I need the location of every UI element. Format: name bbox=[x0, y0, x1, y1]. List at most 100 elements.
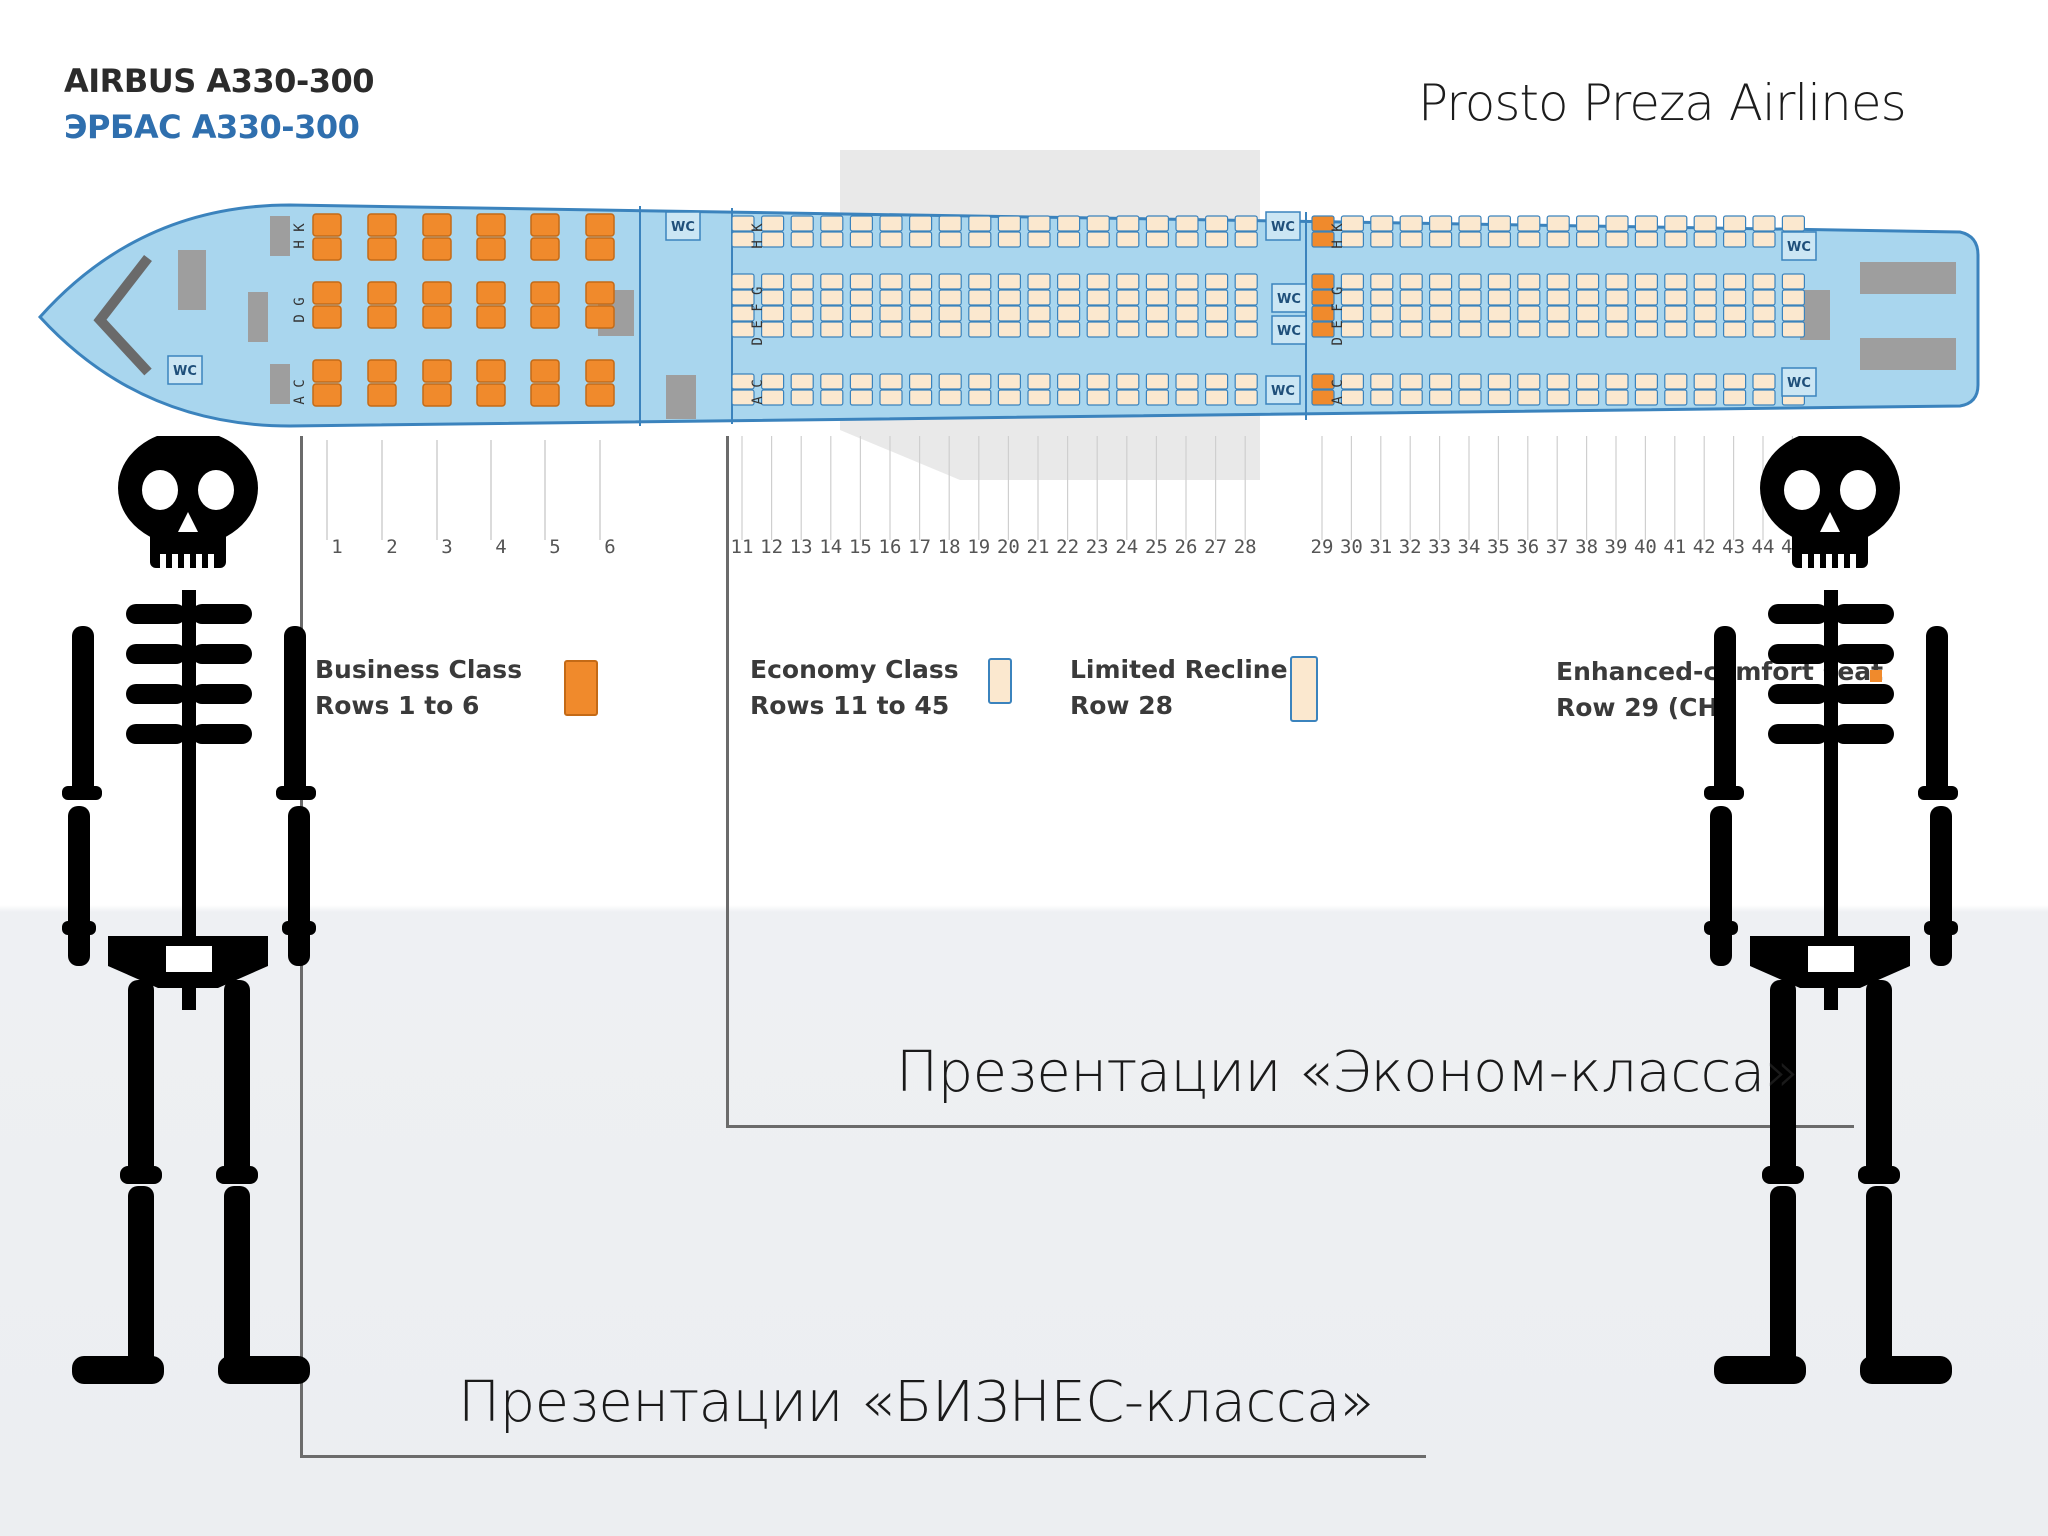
economy-seat bbox=[1752, 389, 1776, 406]
knee bbox=[1762, 1166, 1804, 1184]
economy-seat bbox=[1340, 321, 1365, 338]
economy-seat bbox=[1487, 289, 1512, 306]
economy-seat bbox=[1340, 305, 1365, 322]
legend-economy-rows: Rows 11 to 45 bbox=[750, 691, 950, 720]
economy-seat bbox=[908, 273, 933, 290]
economy-seat bbox=[731, 321, 755, 338]
economy-seat bbox=[908, 373, 933, 390]
legend-economy: Economy Class Rows 11 to 45 bbox=[750, 652, 959, 724]
economy-seat bbox=[1145, 289, 1170, 306]
economy-seat bbox=[1234, 373, 1258, 390]
economy-seat bbox=[879, 231, 903, 248]
economy-seat bbox=[1204, 321, 1229, 338]
economy-seat bbox=[1781, 215, 1806, 232]
business-seat bbox=[367, 213, 397, 237]
economy-seat bbox=[760, 289, 785, 306]
economy-seat bbox=[1056, 289, 1081, 306]
economy-seat bbox=[1145, 321, 1170, 338]
economy-seat bbox=[1487, 389, 1512, 406]
economy-seat bbox=[1056, 321, 1081, 338]
economy-seat bbox=[1487, 321, 1512, 338]
economy-seat bbox=[1575, 289, 1600, 306]
jaw bbox=[150, 526, 226, 568]
economy-seat bbox=[1370, 273, 1394, 290]
economy-seat bbox=[1781, 273, 1806, 290]
economy-seat bbox=[1116, 273, 1140, 290]
economy-seat bbox=[1722, 389, 1747, 406]
economy-seat bbox=[731, 389, 755, 406]
economy-seat bbox=[938, 305, 962, 322]
wc-label: WC bbox=[1277, 324, 1301, 339]
economy-seat bbox=[790, 215, 814, 232]
economy-seat bbox=[1546, 321, 1570, 338]
economy-seat bbox=[1056, 215, 1081, 232]
economy-seat bbox=[1458, 215, 1482, 232]
economy-seat bbox=[1175, 273, 1199, 290]
economy-caption-line-vertical bbox=[726, 436, 729, 1128]
row-number: 2 bbox=[386, 536, 398, 558]
business-seat bbox=[422, 281, 452, 305]
economy-seat bbox=[1234, 231, 1258, 248]
economy-seat bbox=[1027, 273, 1051, 290]
knee bbox=[1858, 1166, 1900, 1184]
economy-seat bbox=[1340, 273, 1365, 290]
economy-seat bbox=[1399, 289, 1423, 306]
economy-seat bbox=[997, 373, 1022, 390]
business-caption: Презентации «БИЗНЕС-класса» bbox=[458, 1370, 1374, 1435]
knee bbox=[216, 1166, 258, 1184]
business-seat bbox=[585, 359, 615, 383]
economy-seat bbox=[849, 231, 874, 248]
skeleton-left-icon bbox=[62, 436, 316, 1384]
legend-business: Business Class Rows 1 to 6 bbox=[315, 652, 522, 724]
economy-seat bbox=[1693, 321, 1717, 338]
economy-seat bbox=[1399, 389, 1423, 406]
economy-seat bbox=[760, 321, 785, 338]
economy-seat bbox=[997, 305, 1022, 322]
economy-seat bbox=[1086, 231, 1110, 248]
row-number: 19 bbox=[967, 536, 991, 558]
economy-seat bbox=[790, 289, 814, 306]
row-number: 24 bbox=[1115, 536, 1139, 558]
economy-seat bbox=[908, 289, 933, 306]
economy-seat bbox=[820, 305, 844, 322]
rib bbox=[192, 724, 252, 744]
economy-seat bbox=[908, 215, 933, 232]
rib bbox=[192, 644, 252, 664]
business-seat bbox=[585, 237, 615, 261]
economy-seat bbox=[1204, 231, 1229, 248]
row-number: 4 bbox=[495, 536, 507, 558]
economy-seat bbox=[1056, 373, 1081, 390]
business-seat bbox=[312, 281, 342, 305]
economy-seat bbox=[1722, 373, 1747, 390]
tibia bbox=[1770, 1186, 1796, 1376]
economy-seat bbox=[1145, 231, 1170, 248]
economy-seat bbox=[1517, 373, 1541, 390]
forearm bbox=[1930, 806, 1952, 966]
upper-arm bbox=[1714, 626, 1736, 796]
row-number: 30 bbox=[1339, 536, 1363, 558]
economy-seat bbox=[1693, 231, 1717, 248]
economy-seat bbox=[1722, 321, 1747, 338]
row-number: 14 bbox=[819, 536, 843, 558]
economy-seat bbox=[1752, 289, 1776, 306]
skull bbox=[118, 436, 258, 546]
legend-recline-rows: Row 28 bbox=[1070, 691, 1174, 720]
economy-seat bbox=[1175, 389, 1199, 406]
economy-seat bbox=[731, 305, 755, 322]
row-number: 42 bbox=[1692, 536, 1716, 558]
business-seat bbox=[530, 359, 560, 383]
economy-seat bbox=[938, 321, 962, 338]
economy-seat bbox=[1458, 321, 1482, 338]
business-seat bbox=[367, 237, 397, 261]
economy-seat bbox=[1370, 321, 1394, 338]
seat-letters: A C bbox=[1330, 379, 1346, 404]
economy-seat bbox=[1027, 231, 1051, 248]
economy-seat bbox=[1722, 289, 1747, 306]
economy-seat bbox=[1487, 231, 1512, 248]
economy-seat bbox=[1693, 305, 1717, 322]
legend-business-rows: Rows 1 to 6 bbox=[315, 691, 480, 720]
economy-seat bbox=[1664, 389, 1688, 406]
economy-seat bbox=[1752, 305, 1776, 322]
economy-seat bbox=[1781, 289, 1806, 306]
